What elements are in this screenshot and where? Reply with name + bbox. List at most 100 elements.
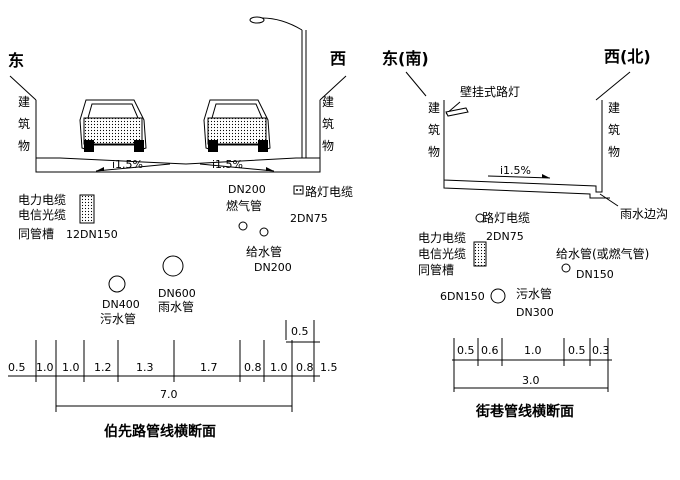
right-road-base [443, 180, 610, 199]
svg-text:1.0: 1.0 [270, 361, 288, 374]
svg-text:建: 建 [18, 95, 30, 109]
right-building-hatch-l [405, 71, 427, 97]
left-gas-dn: DN200 [228, 183, 266, 196]
svg-text:电信光缆: 电信光缆 [18, 208, 66, 222]
svg-text:1.2: 1.2 [94, 361, 112, 374]
svg-text:7.0: 7.0 [160, 388, 178, 401]
svg-text:0.8: 0.8 [296, 361, 314, 374]
right-building-hatch-r [595, 71, 631, 101]
svg-text:电信光缆: 电信光缆 [418, 247, 466, 261]
right-lamp-cable-label: 路灯电缆 [482, 210, 530, 225]
svg-text:1.3: 1.3 [136, 361, 154, 374]
left-slope-arrow-l [95, 163, 171, 172]
right-section: 东(南) 西(北) 壁挂式路灯 建 筑 物 建 筑 物 i1.5% 雨水边沟 [382, 47, 668, 420]
right-slope-arrow [487, 175, 551, 179]
left-building-hatch-l [9, 75, 37, 101]
right-sewer-dn: DN300 [516, 306, 554, 319]
svg-text:物: 物 [428, 145, 440, 159]
svg-text:1.5: 1.5 [320, 361, 338, 374]
right-rain-ditch-label: 雨水边沟 [620, 207, 668, 221]
right-road-surface [443, 100, 603, 193]
svg-text:1.0: 1.0 [36, 361, 54, 374]
svg-text:0.5: 0.5 [8, 361, 26, 374]
svg-text:6DN150: 6DN150 [440, 290, 485, 303]
left-building-hatch-r [319, 75, 347, 101]
svg-text:0.6: 0.6 [481, 344, 499, 357]
left-storm-dn: DN600 [158, 287, 196, 300]
right-building-label-l: 建 筑 物 [428, 101, 440, 159]
svg-text:1.0: 1.0 [524, 344, 542, 357]
left-power-label: 电力电缆 电信光缆 同管槽 12DN150 [18, 193, 118, 241]
left-lamp-cable [293, 185, 304, 195]
svg-text:1.7: 1.7 [200, 361, 218, 374]
left-building-label-l: 建 筑 物 [18, 95, 30, 153]
left-road-surface [35, 100, 321, 165]
left-building-label-r: 建 筑 物 [322, 95, 334, 153]
left-lamp-cable-label: 路灯电缆 [305, 184, 353, 199]
left-gas-label: 燃气管 [226, 198, 262, 213]
svg-text:物: 物 [322, 139, 334, 153]
left-dir-east: 东 [8, 51, 24, 70]
left-slope-l: i1.5% [112, 158, 143, 171]
left-section: 东 西 建 筑 物 建 筑 物 [8, 16, 353, 440]
left-water-label: 给水管 [246, 244, 282, 259]
svg-text:0.5: 0.5 [291, 325, 309, 338]
left-storm-pipe [162, 255, 184, 277]
svg-text:0.5: 0.5 [568, 344, 586, 357]
svg-text:0.8: 0.8 [244, 361, 262, 374]
car-left [79, 99, 147, 152]
right-wall-lamp-label: 壁挂式路灯 [460, 84, 520, 99]
svg-text:1.0: 1.0 [62, 361, 80, 374]
right-wall-lamp [445, 101, 469, 117]
right-dir-east: 东(南) [382, 49, 429, 68]
right-sewer-pipe [490, 288, 506, 304]
right-ditch-leader [599, 193, 619, 207]
svg-text:建: 建 [608, 101, 620, 115]
left-road-base [35, 158, 321, 173]
right-water-dn: DN150 [576, 268, 614, 281]
svg-text:0.3: 0.3 [592, 344, 610, 357]
left-lamp-cable-dn: 2DN75 [290, 212, 328, 225]
right-dimension-chain: 0.5 0.6 1.0 0.5 0.3 3.0 [452, 338, 612, 392]
left-water-pipe [259, 227, 269, 237]
svg-text:同管槽: 同管槽 [18, 226, 54, 241]
left-dimension-chain: 0.5 1.0 1.0 1.2 1.3 1.7 0.8 1.0 0.8 1.5 … [8, 320, 338, 412]
right-title: 街巷管线横断面 [475, 403, 574, 420]
left-sewer-pipe [108, 275, 126, 293]
right-lamp-cable-dn: 2DN75 [486, 230, 524, 243]
svg-text:筑: 筑 [608, 122, 620, 137]
svg-text:建: 建 [322, 95, 334, 109]
svg-text:同管槽: 同管槽 [418, 262, 454, 277]
left-slope-arrow-r [199, 163, 275, 172]
right-building-label-r: 建 筑 物 [608, 101, 620, 159]
left-water-dn: DN200 [254, 261, 292, 274]
svg-text:建: 建 [428, 101, 440, 115]
right-slope: i1.5% [500, 164, 531, 177]
left-storm-label: 雨水管 [158, 299, 194, 314]
left-dir-west: 西 [330, 49, 346, 68]
left-slope-r: i1.5% [212, 158, 243, 171]
right-dir-west: 西(北) [604, 47, 651, 66]
svg-text:物: 物 [608, 145, 620, 159]
left-gas-pipe [238, 221, 248, 231]
left-power-trough [79, 194, 95, 224]
svg-text:筑: 筑 [428, 122, 440, 137]
svg-text:电力电缆: 电力电缆 [418, 231, 466, 245]
left-sewer-dn: DN400 [102, 298, 140, 311]
right-sewer-label: 污水管 [516, 286, 552, 301]
svg-text:物: 物 [18, 139, 30, 153]
right-power-label: 电力电缆 电信光缆 同管槽 6DN150 [418, 231, 485, 303]
left-title: 伯先路管线横断面 [104, 423, 216, 440]
car-right [203, 99, 271, 152]
right-water-label: 给水管(或燃气管) [556, 246, 649, 261]
svg-text:筑: 筑 [322, 116, 334, 131]
svg-text:0.5: 0.5 [457, 344, 475, 357]
svg-text:电力电缆: 电力电缆 [18, 193, 66, 207]
left-street-lamp [249, 16, 307, 158]
right-lamp-cable [475, 213, 485, 223]
svg-text:12DN150: 12DN150 [66, 228, 118, 241]
svg-text:筑: 筑 [18, 116, 30, 131]
svg-text:3.0: 3.0 [522, 374, 540, 387]
right-water-pipe [561, 263, 571, 273]
